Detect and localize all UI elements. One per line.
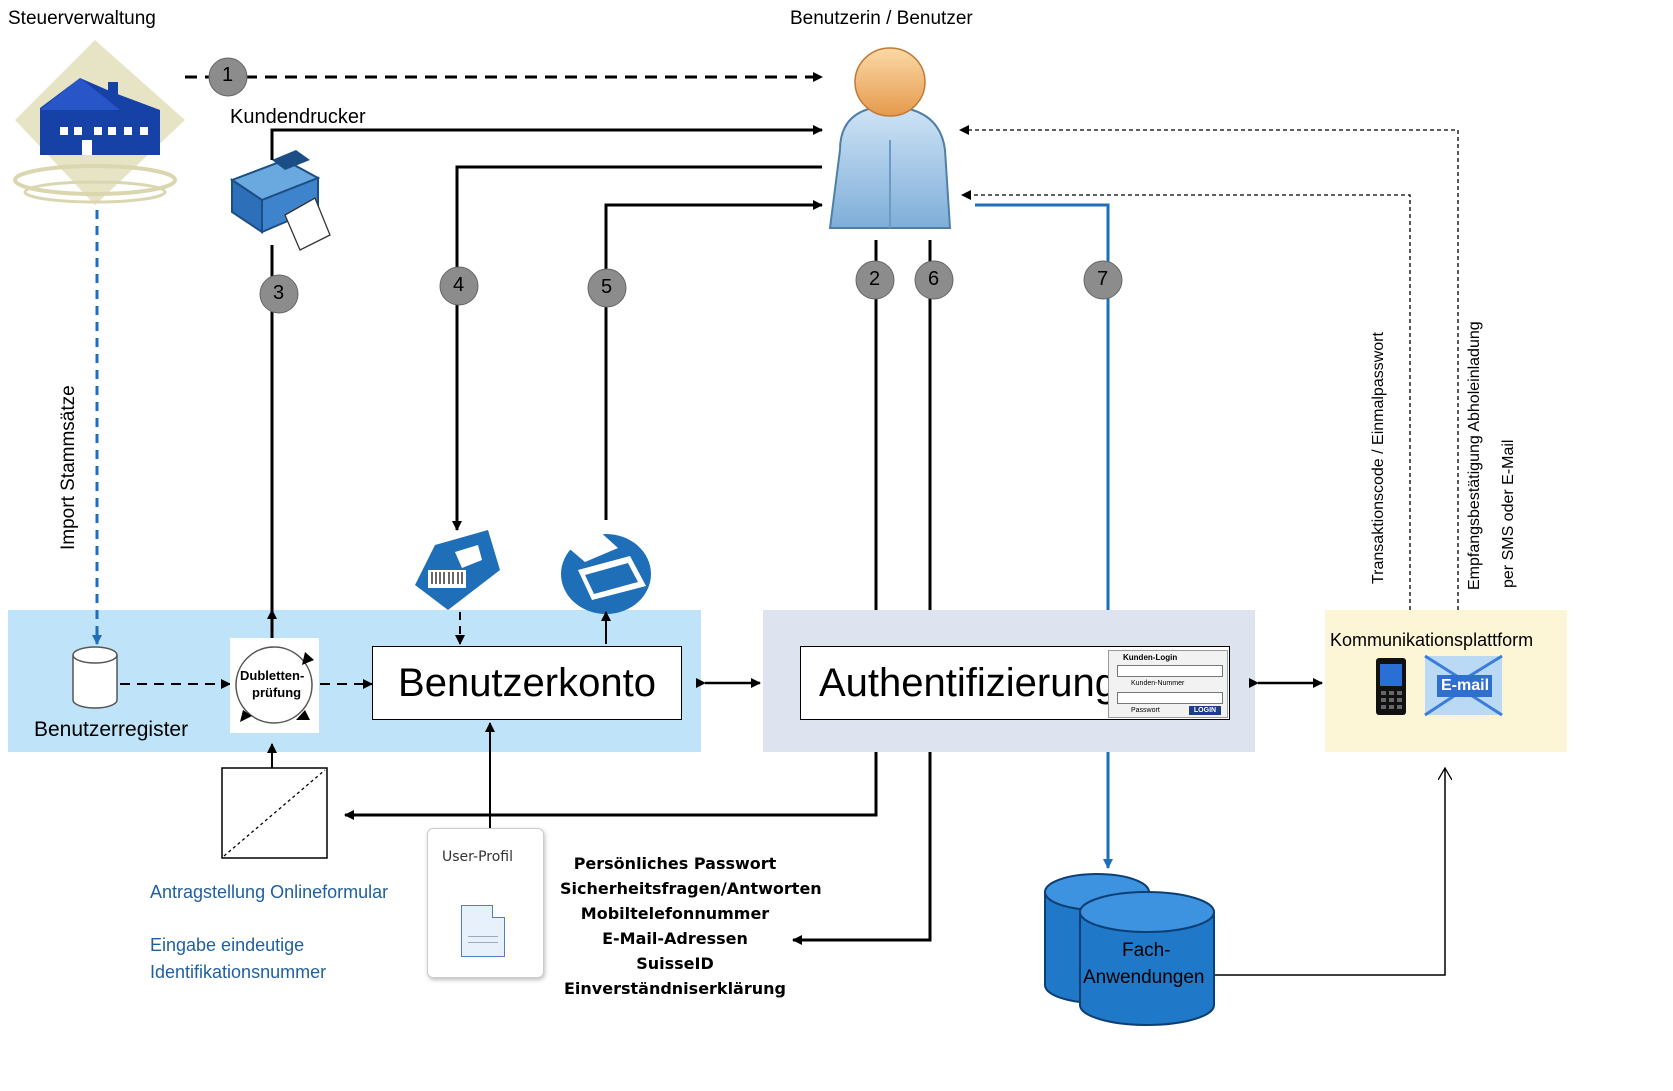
email-badge: E-mail [1441, 677, 1490, 694]
id-label-2: Identifikationsnummer [150, 962, 327, 982]
step-6-label: 6 [928, 268, 940, 290]
fach-comm-line [1210, 768, 1445, 976]
fach-label-2: Anwendungen [1083, 967, 1205, 988]
step-3-label: 3 [273, 282, 285, 304]
tax-office-icon [13, 40, 185, 205]
register-database-icon [72, 646, 118, 709]
login-button[interactable]: LOGIN [1189, 706, 1221, 715]
profile-item: Sicherheitsfragen/Antworten [560, 879, 822, 898]
profile-item: Persönliches Passwort [573, 854, 777, 873]
flow-6-return-line [792, 752, 932, 945]
login-widget: Kunden-Login Kunden-Nummer Passwort LOGI… [1108, 650, 1228, 718]
txn-code-line [961, 190, 1411, 610]
step-1-circle [208, 57, 248, 97]
email-icon [1424, 654, 1503, 717]
password-field[interactable] [1117, 692, 1223, 704]
document-icon [461, 905, 505, 957]
customer-number-label: Kunden-Nummer [1131, 680, 1185, 687]
document-printer-icon [561, 530, 651, 614]
flow-2-return-line [344, 752, 878, 820]
dedup-cycle-icon [235, 646, 313, 724]
flow-4-line [452, 165, 822, 531]
barcode-scanner-icon [415, 530, 500, 610]
id-label-1: Eingabe eindeutige [150, 935, 305, 955]
receipt-line [959, 125, 1459, 610]
profile-items-list: Persönliches Passwort Sicherheitsfragen/… [560, 851, 822, 1001]
profile-item: Mobiltelefonnummer [580, 904, 770, 923]
txn-code-label: Transaktionscode / Einmalpasswort [1370, 332, 1387, 584]
password-label: Passwort [1131, 707, 1160, 714]
step-7-label: 7 [1097, 268, 1109, 290]
flow-printer-line [270, 125, 823, 160]
user-label: Benutzerin / Benutzer [790, 8, 973, 29]
account-label: Benutzerkonto [398, 660, 656, 705]
dedup-label-1: Dubletten- [240, 668, 305, 683]
mobile-phone-icon [1376, 658, 1406, 715]
import-label: Import Stammsätze [58, 385, 79, 550]
step-5-label: 5 [601, 276, 613, 298]
step-3-circle [259, 274, 299, 314]
step-1-label: 1 [222, 64, 234, 86]
step-7-circle [1083, 260, 1123, 300]
fach-database-icon [1044, 873, 1215, 1026]
step-5-circle [587, 268, 627, 308]
step-4-label: 4 [453, 274, 465, 296]
step-2-label: 2 [869, 268, 881, 290]
profile-item: SuisseID [636, 954, 714, 973]
account-box[interactable]: Benutzerkonto [372, 646, 682, 720]
step-2-circle [855, 260, 895, 300]
printer-label: Kundendrucker [230, 106, 366, 128]
step-6-circle [914, 260, 954, 300]
apply-label: Antragstellung Onlineformular [150, 882, 389, 902]
dedup-label-2: prüfung [252, 685, 302, 700]
profile-item: E-Mail-Adressen [602, 929, 748, 948]
receipt-label-1: Empfangsbestätigung Abholeinladung [1466, 321, 1483, 590]
receipt-label-2: per SMS oder E-Mail [1500, 439, 1517, 589]
customer-number-field[interactable] [1117, 665, 1223, 677]
step-4-circle [439, 266, 479, 306]
user-profile-card[interactable]: User-Profil [427, 828, 544, 978]
flow-7-line [975, 203, 1110, 610]
printer-icon [229, 150, 331, 251]
tax-admin-label: Steuerverwaltung [8, 8, 156, 29]
flow-5-line [604, 200, 823, 520]
fach-label-1: Fach- [1122, 940, 1171, 961]
comm-platform-label: Kommunikationsplattform [1330, 630, 1534, 650]
login-title: Kunden-Login [1123, 653, 1178, 662]
auth-label: Authentifizierung [819, 660, 1117, 705]
step-circles [208, 57, 1123, 314]
register-label: Benutzerregister [34, 718, 189, 741]
user-icon [828, 47, 952, 229]
user-profile-label: User-Profil [442, 849, 513, 865]
profile-item: Einverständniserklärung [564, 979, 786, 998]
